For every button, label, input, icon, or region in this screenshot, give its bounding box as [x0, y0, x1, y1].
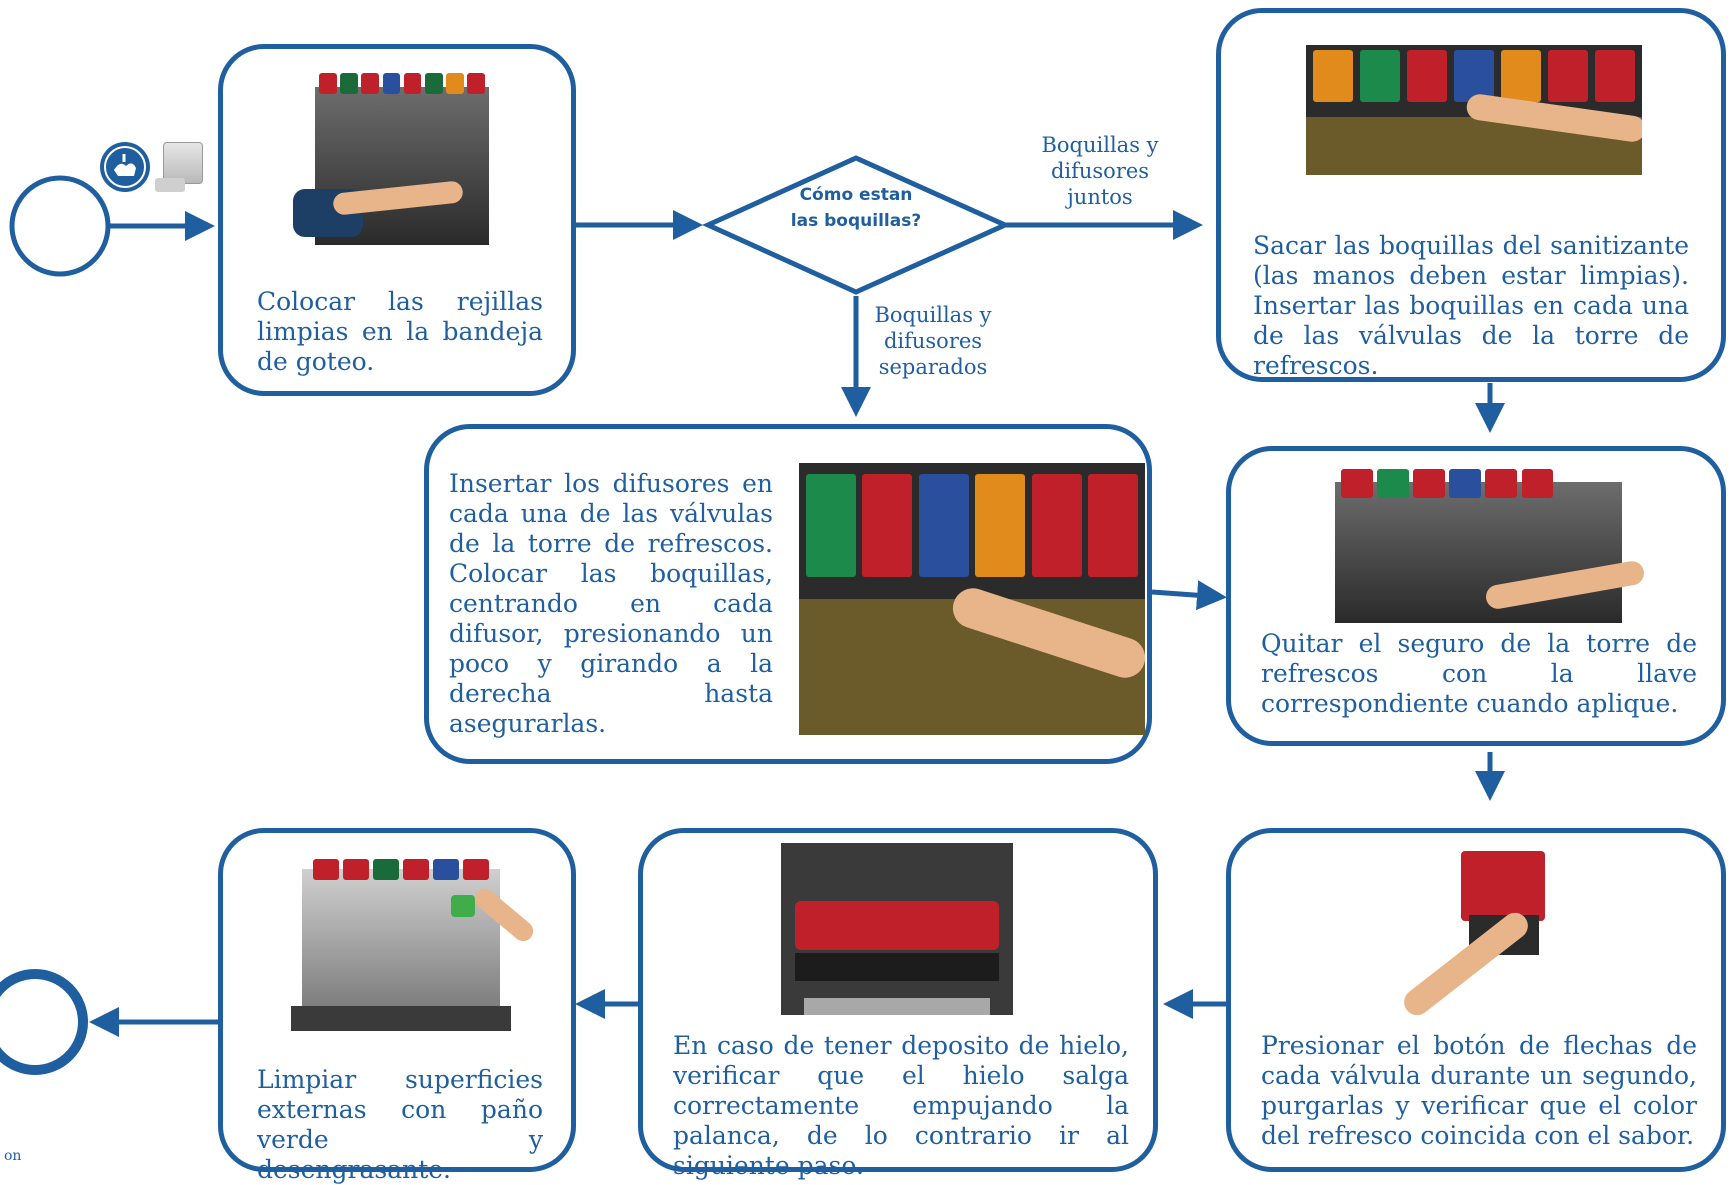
footer-text-fragment: on: [4, 1148, 22, 1164]
step-purge-valves-text: Presionar el botón de flechas de cada vá…: [1261, 1031, 1697, 1150]
step-remove-nozzles: Sacar las boquillas del sanitizante (las…: [1216, 8, 1726, 382]
photo-tower-lock: [1335, 463, 1647, 623]
step-insert-diffusers: Insertar los difusores en cada una de la…: [424, 424, 1152, 764]
step-place-grates-text: Colocar las rejillas limpias en la bande…: [257, 287, 543, 376]
start-circle: [9, 175, 111, 277]
photo-press-button: [1381, 851, 1581, 1025]
step-check-ice-text: En caso de tener deposito de hielo, veri…: [673, 1031, 1129, 1180]
decision-question: Cómo estan las boquillas?: [790, 185, 922, 231]
photo-drip-tray: [293, 69, 511, 245]
step-place-grates: Colocar las rejillas limpias en la bande…: [218, 44, 576, 396]
photo-clean-tower: [263, 855, 539, 1031]
step-purge-valves: Presionar el botón de flechas de cada vá…: [1226, 828, 1726, 1172]
hand-wash-icon: [100, 142, 150, 192]
arrow-diffusers-to-lock: [1151, 580, 1227, 611]
step-remove-nozzles-text: Sacar las boquillas del sanitizante (las…: [1253, 231, 1689, 380]
photo-insert-nozzles: [1306, 45, 1642, 175]
sanitizer-dispenser-icon: [155, 142, 203, 194]
end-circle: [0, 969, 88, 1075]
decision-diamond: [701, 155, 1012, 295]
step-remove-lock-text: Quitar el seguro de la torre de refresco…: [1261, 629, 1697, 718]
step-insert-diffusers-text: Insertar los difusores en cada una de la…: [449, 469, 773, 738]
step-clean-surfaces-text: Limpiar superficies externas con paño ve…: [257, 1065, 543, 1184]
label-separate: Boquillas y difusores separados: [874, 303, 992, 379]
label-together: Boquillas y difusores juntos: [1041, 133, 1159, 209]
step-check-ice: En caso de tener deposito de hielo, veri…: [638, 828, 1158, 1180]
step-remove-lock: Quitar el seguro de la torre de refresco…: [1226, 446, 1726, 746]
step-clean-surfaces: Limpiar superficies externas con paño ve…: [218, 828, 576, 1184]
photo-ice-dispenser: [781, 843, 1013, 1015]
photo-insert-diffusers: [799, 463, 1145, 735]
